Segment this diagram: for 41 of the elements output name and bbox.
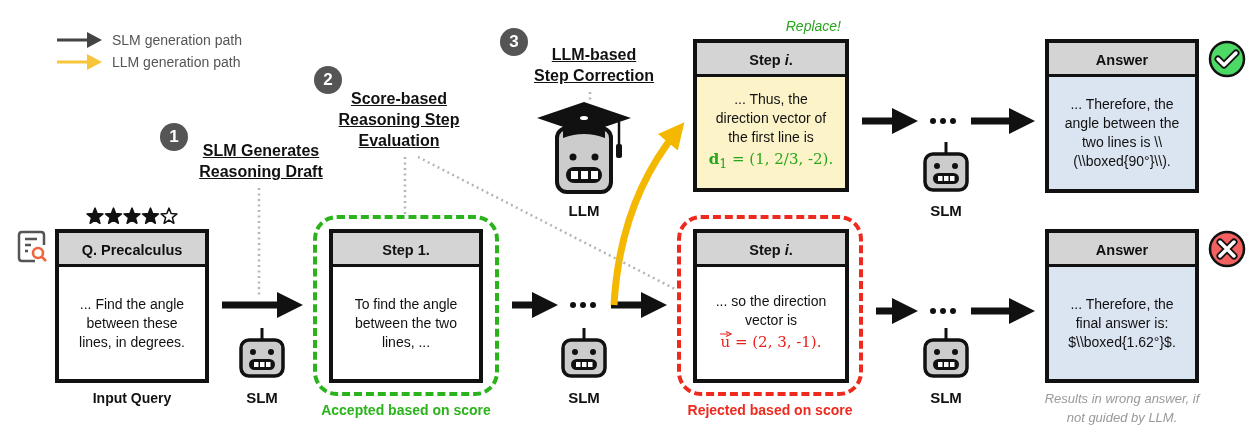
group-caption: Rejected based on score (686, 402, 854, 418)
card-header: Step i. (697, 43, 845, 77)
step-title: LLM-based Step Correction (534, 44, 654, 86)
card-header: Step i. (697, 233, 845, 267)
model-label: SLM (245, 389, 279, 406)
math-formula: u = (2, 3, -1). (720, 330, 822, 353)
step-card (1045, 229, 1199, 383)
card-header: Q. Precalculus (59, 233, 205, 267)
group-caption: Accepted based on score (320, 402, 492, 418)
leader-line (257, 188, 261, 298)
node-caption: Input Query (91, 390, 173, 406)
card-text: ... so the direction vector is (714, 292, 828, 330)
arrow (610, 122, 685, 306)
model-label: SLM (929, 389, 963, 406)
step-card (1045, 39, 1199, 193)
legend-text: SLM generation path (112, 32, 242, 48)
card-header: Answer (1049, 233, 1195, 267)
card-header: Answer (1049, 43, 1195, 77)
step-card (55, 229, 209, 383)
model-label: SLM (567, 389, 601, 406)
leader-line (417, 155, 678, 292)
step-number-badge: 3 (500, 28, 528, 56)
step-card (329, 229, 483, 383)
model-label: SLM (929, 202, 963, 219)
math-formula: d$_{1}$ = (1, 2/3, -2). (708, 148, 834, 173)
legend-text: LLM generation path (112, 54, 241, 70)
node-caption: Replace! (784, 18, 841, 34)
step-card (693, 229, 849, 383)
step-number-badge: 2 (314, 66, 342, 94)
card-text: ... Therefore, the final answer is: $\\boxed{1.62°}$. (1067, 294, 1177, 352)
model-label: LLM (567, 202, 601, 219)
step-card (693, 39, 849, 192)
card-text: ... Therefore, the angle between the two lines is \\(\\boxed{90°}\\). (1063, 95, 1181, 171)
card-text: To find the angle between the two lines, ... (353, 294, 459, 352)
card-text: ... Find the angle between these lines, in degrees. (78, 294, 186, 352)
leader-line (403, 157, 407, 215)
step-number-badge: 1 (160, 123, 188, 151)
leader-line (588, 92, 592, 100)
footnote-text: Results in wrong answer, if not guided by LLM. (1043, 390, 1202, 427)
card-text: ... Thus, the direction vector of the first line is (714, 89, 828, 147)
card-header: Step 1. (333, 233, 479, 267)
